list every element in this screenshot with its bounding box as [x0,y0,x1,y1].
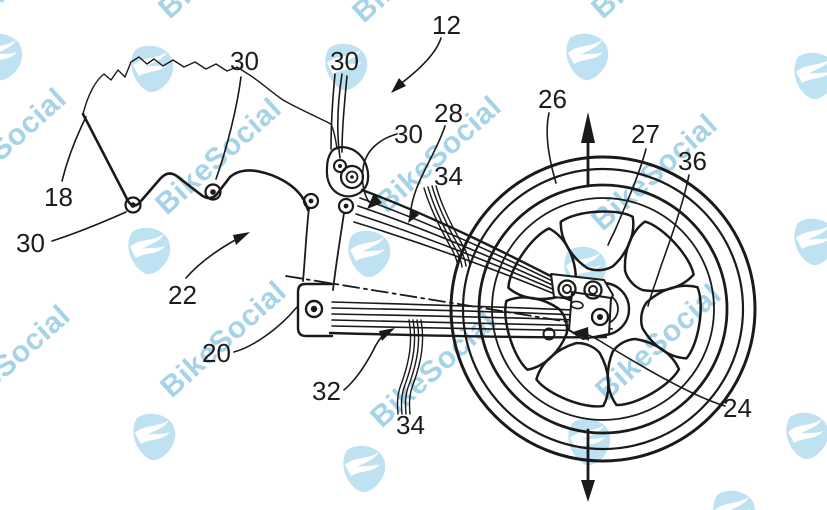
leader-lines [51,37,726,407]
frame-bolt-mid [204,183,222,201]
label-22: 22 [168,280,197,310]
mount-bracket [302,73,370,291]
wheel-spoke-openings [504,210,702,408]
watermark-logo [120,227,172,275]
cable-bundle-upper [423,185,471,268]
watermark-logo [317,43,369,91]
swingarm-pivot-head [296,282,334,338]
label-32: 32 [312,376,341,406]
pivot-bolt [304,299,324,319]
force-arrow-down [581,428,595,502]
label-20: 20 [202,338,231,368]
frame-outline [81,56,338,214]
frame-bolt-left [124,196,142,214]
label-24: 24 [723,393,752,423]
watermark-logo [125,413,177,461]
watermark-logo [558,33,610,81]
label-30-right: 30 [394,119,423,149]
label-34-upper: 34 [434,161,463,191]
label-30-top-left: 30 [230,46,259,76]
watermark-logo [340,230,392,278]
watermark-logo [705,490,757,510]
watermark-logo [335,445,387,493]
axle-assembly [542,273,614,341]
cable-bundle-lower [396,319,424,415]
watermark-logo [786,218,827,266]
label-26: 26 [538,84,567,114]
label-27: 27 [631,119,660,149]
swingarm [285,188,613,339]
label-28: 28 [434,98,463,128]
label-36: 36 [678,146,707,176]
label-18: 18 [44,182,73,212]
watermark-logo [123,45,175,93]
axis-centerline [285,275,613,330]
label-30-bottom-left: 30 [16,228,45,258]
label-30-top-mid: 30 [330,46,359,76]
watermark-logo [778,412,827,460]
label-12: 12 [432,10,461,40]
force-arrow-up [581,112,595,187]
watermark-logo [0,33,24,81]
watermark-logo [786,52,827,100]
label-34-lower: 34 [396,410,425,440]
rear-wheel [449,155,757,463]
